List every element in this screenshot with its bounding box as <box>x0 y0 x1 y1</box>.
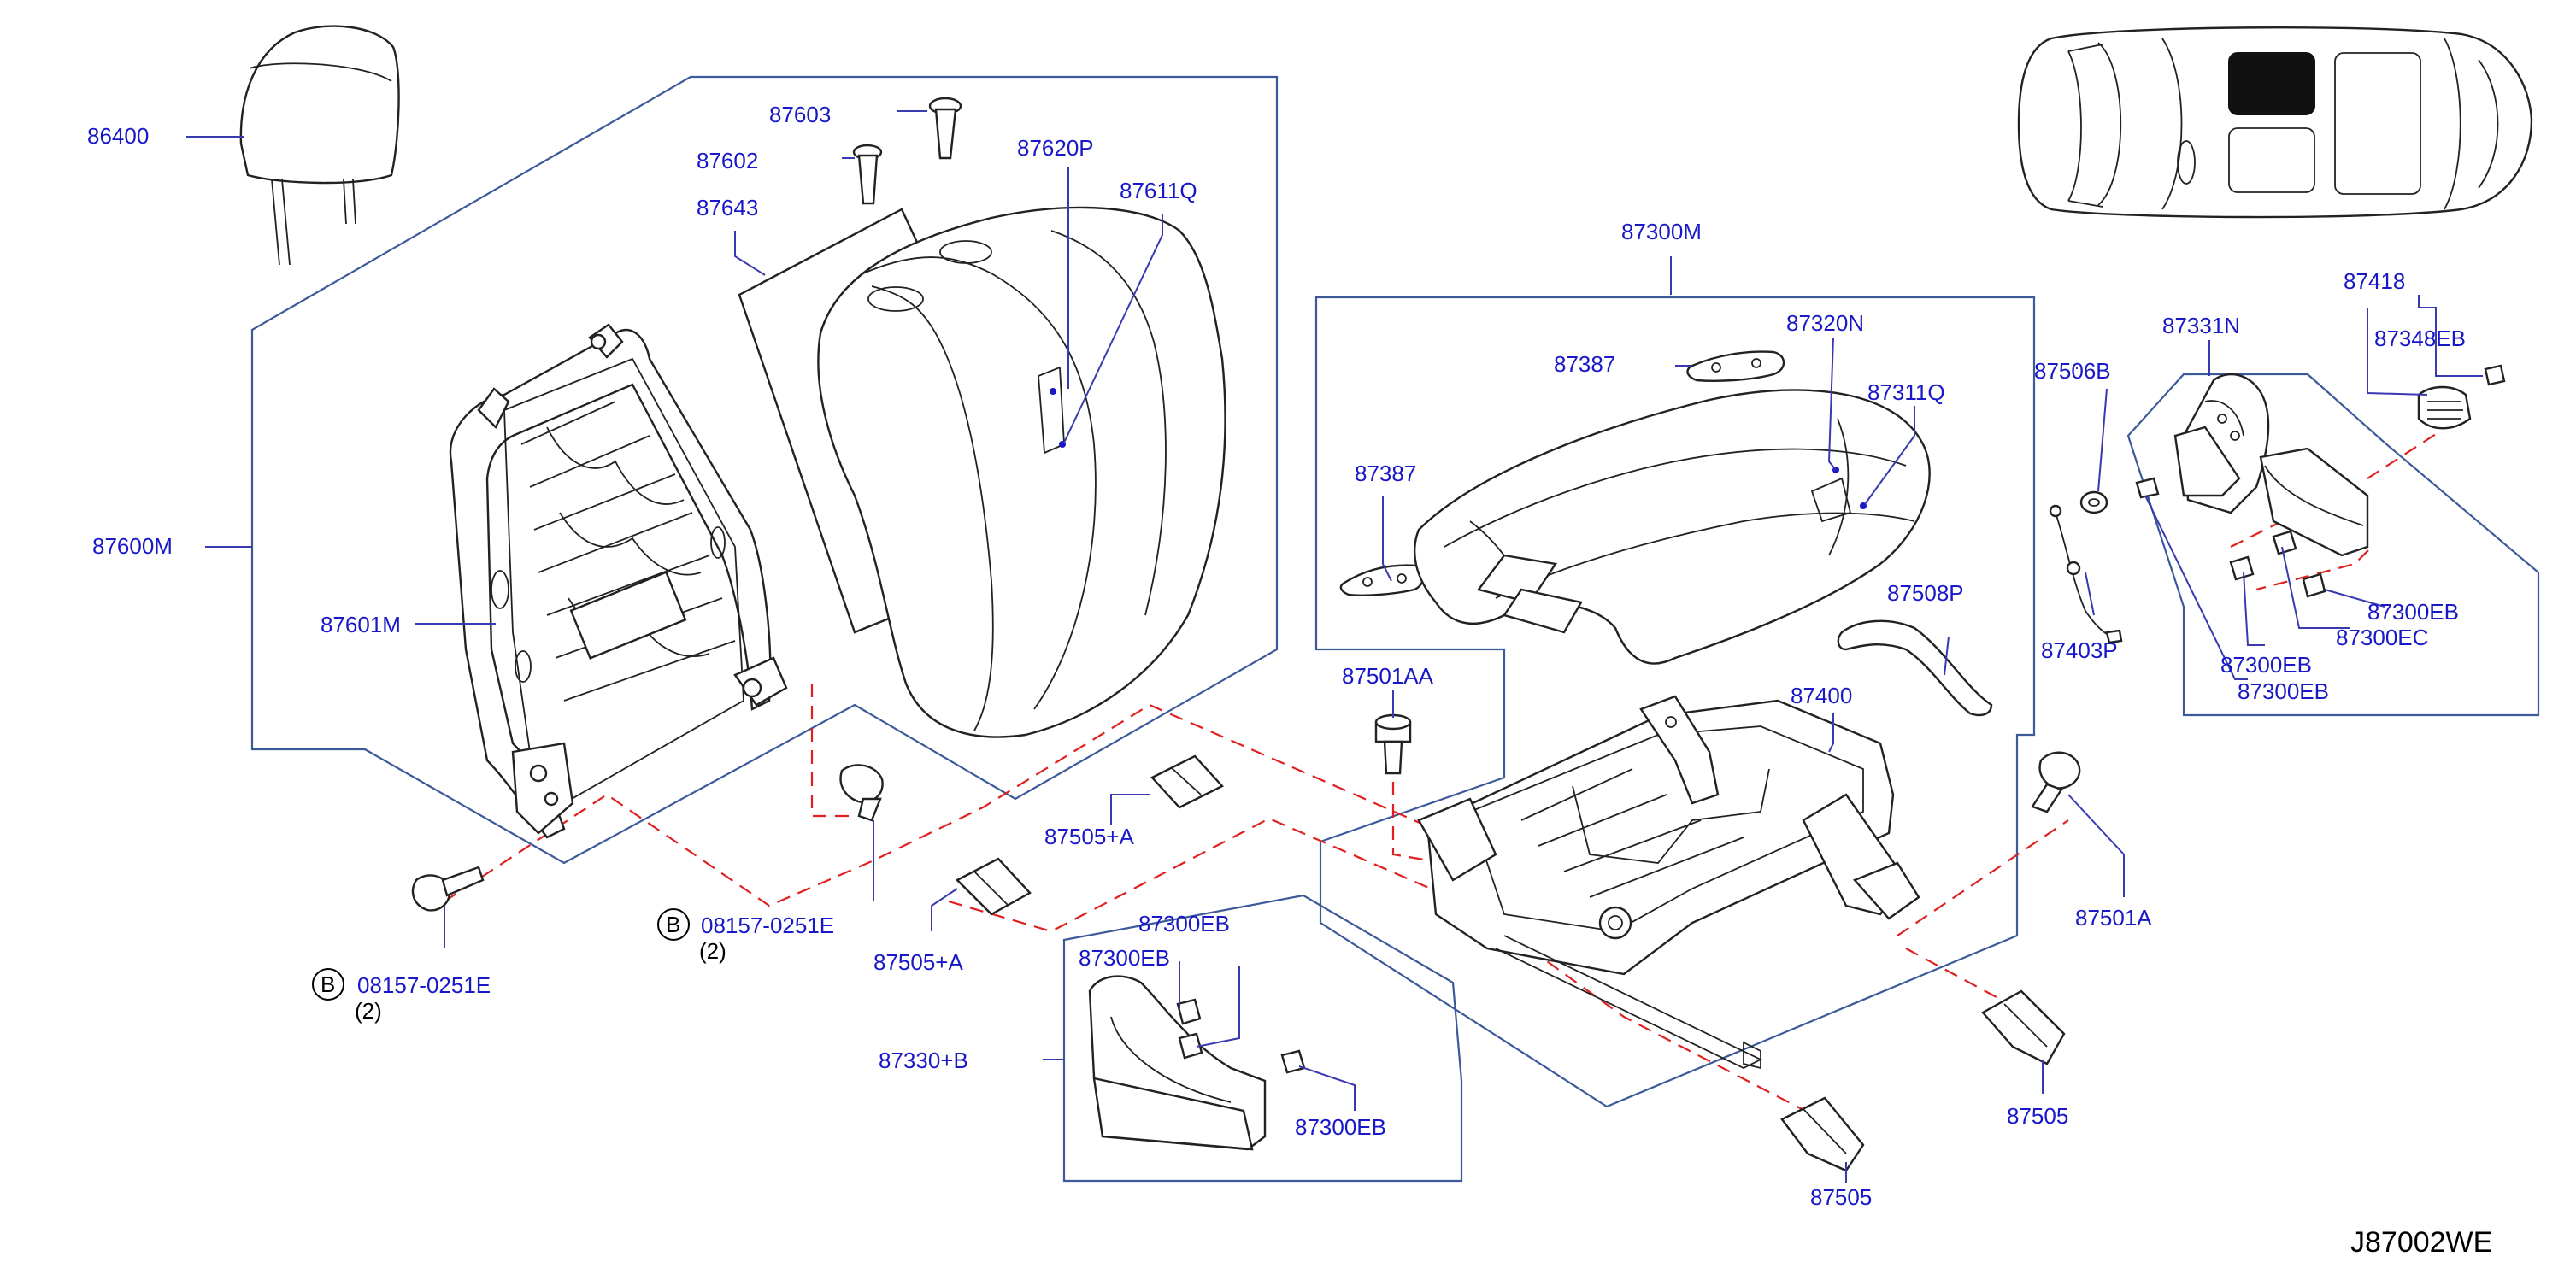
part-labels: 86400 87600M 87601M 87603 87602 87643 87… <box>87 102 2466 1210</box>
seat-back-assembly-boundary <box>250 75 1279 865</box>
label-87620p[interactable]: 87620P <box>1017 135 1094 161</box>
knob-part <box>2417 385 2472 430</box>
label-87501aa[interactable]: 87501AA <box>1342 663 1434 689</box>
cover-87505-2-part <box>1780 1096 1865 1172</box>
diagram-code: J87002WE <box>2350 1226 2492 1259</box>
label-87300m[interactable]: 87300M <box>1621 219 1702 244</box>
pin-87603-part <box>928 97 962 160</box>
label-87611q[interactable]: 87611Q <box>1120 178 1197 203</box>
cushion-wire-1-part <box>1686 350 1785 382</box>
cushion-frame-part <box>1417 695 1920 1070</box>
label-87403p[interactable]: 87403P <box>2041 637 2118 663</box>
label-87348eb[interactable]: 87348EB <box>2374 326 2466 351</box>
seat-back-trim-part <box>817 206 1226 738</box>
knob-clip-part <box>2484 364 2506 386</box>
label-08157-0251e-mid[interactable]: 08157-0251E <box>701 913 834 938</box>
label-86400[interactable]: 86400 <box>87 123 149 149</box>
cable-part <box>2049 504 2123 644</box>
label-87400[interactable]: 87400 <box>1791 683 1852 708</box>
attachment-line-4 <box>1391 782 1445 865</box>
seat-cushion-assembly-boundary <box>1314 296 2036 1108</box>
label-87505a-upper[interactable]: 87505+A <box>1044 824 1134 849</box>
cover-87505a-2-part <box>955 857 1032 916</box>
vehicle-top-view-thumbnail <box>2017 26 2533 219</box>
circle-letter-b-mid: B <box>666 912 680 937</box>
lower-finisher-part <box>1088 975 1306 1151</box>
label-87506b[interactable]: 87506B <box>2034 358 2111 384</box>
cover-87505a-1-part <box>1150 754 1224 809</box>
side-finisher-part <box>2135 373 2369 598</box>
label-87330b[interactable]: 87330+B <box>879 1048 968 1073</box>
qty-left: (2) <box>355 998 382 1024</box>
left-bolt-08157-part <box>411 866 485 912</box>
label-87387-upper[interactable]: 87387 <box>1554 351 1615 377</box>
attachment-line-2 <box>948 817 1856 1137</box>
label-87505-right[interactable]: 87505 <box>2007 1103 2068 1129</box>
label-87505-bottom[interactable]: 87505 <box>1810 1184 1872 1210</box>
cover-87505-1-part <box>1981 989 2066 1065</box>
bolt-callout-left: B 08157-0251E (2) <box>312 968 491 1024</box>
side-bolt-part <box>2031 751 2081 813</box>
attachment-line-6 <box>1905 948 2018 1009</box>
attachment-line-8 <box>2367 433 2437 479</box>
sunroof-highlight <box>2228 52 2315 115</box>
cushion-trim-part <box>1413 389 1931 665</box>
label-87320n[interactable]: 87320N <box>1786 310 1864 336</box>
cushion-bolt-part <box>1374 713 1412 775</box>
label-87505a-lower[interactable]: 87505+A <box>873 949 963 975</box>
label-87643[interactable]: 87643 <box>697 195 758 220</box>
cushion-cover-part <box>1837 619 1993 717</box>
attachment-line-7 <box>2230 520 2374 591</box>
leader-lines <box>205 110 2483 1183</box>
bolt-callout-mid: B 08157-0251E (2) <box>657 908 834 964</box>
label-87501a[interactable]: 87501A <box>2075 905 2152 930</box>
headrest-part <box>239 25 400 266</box>
label-87300eb-lower-1[interactable]: 87300EB <box>1138 911 1230 936</box>
label-87508p[interactable]: 87508P <box>1887 580 1964 606</box>
cushion-wire-2-part <box>1339 564 1426 596</box>
label-87300eb-side-1[interactable]: 87300EB <box>2367 599 2459 625</box>
cap-part <box>2079 490 2108 514</box>
mid-bolt-08157-part <box>839 764 884 822</box>
label-87311q[interactable]: 87311Q <box>1867 379 1945 405</box>
label-87602[interactable]: 87602 <box>697 148 758 173</box>
lower-finisher-boundary <box>1062 894 1463 1183</box>
label-87300eb-lower-2[interactable]: 87300EB <box>1079 945 1170 971</box>
pin-87602-part <box>852 144 883 205</box>
qty-mid: (2) <box>699 938 726 964</box>
label-87418[interactable]: 87418 <box>2344 268 2405 294</box>
label-87331n[interactable]: 87331N <box>2162 313 2240 338</box>
label-87300ec-side[interactable]: 87300EC <box>2336 625 2428 650</box>
label-87600m[interactable]: 87600M <box>92 533 173 559</box>
label-87300eb-side-3[interactable]: 87300EB <box>2238 678 2329 704</box>
attachment-line-1 <box>444 703 1454 907</box>
label-87300eb-lower-3[interactable]: 87300EB <box>1295 1114 1386 1140</box>
seat-back-frame-part <box>449 323 788 839</box>
label-87300eb-side-2[interactable]: 87300EB <box>2220 652 2312 678</box>
attachment-line-3 <box>810 684 855 818</box>
label-87603[interactable]: 87603 <box>769 102 831 127</box>
circle-letter-b-left: B <box>321 972 335 997</box>
attachment-line-5 <box>1897 819 2069 936</box>
label-08157-0251e-left[interactable]: 08157-0251E <box>357 972 491 998</box>
label-87601m[interactable]: 87601M <box>321 612 401 637</box>
label-87387-lower[interactable]: 87387 <box>1355 461 1416 486</box>
